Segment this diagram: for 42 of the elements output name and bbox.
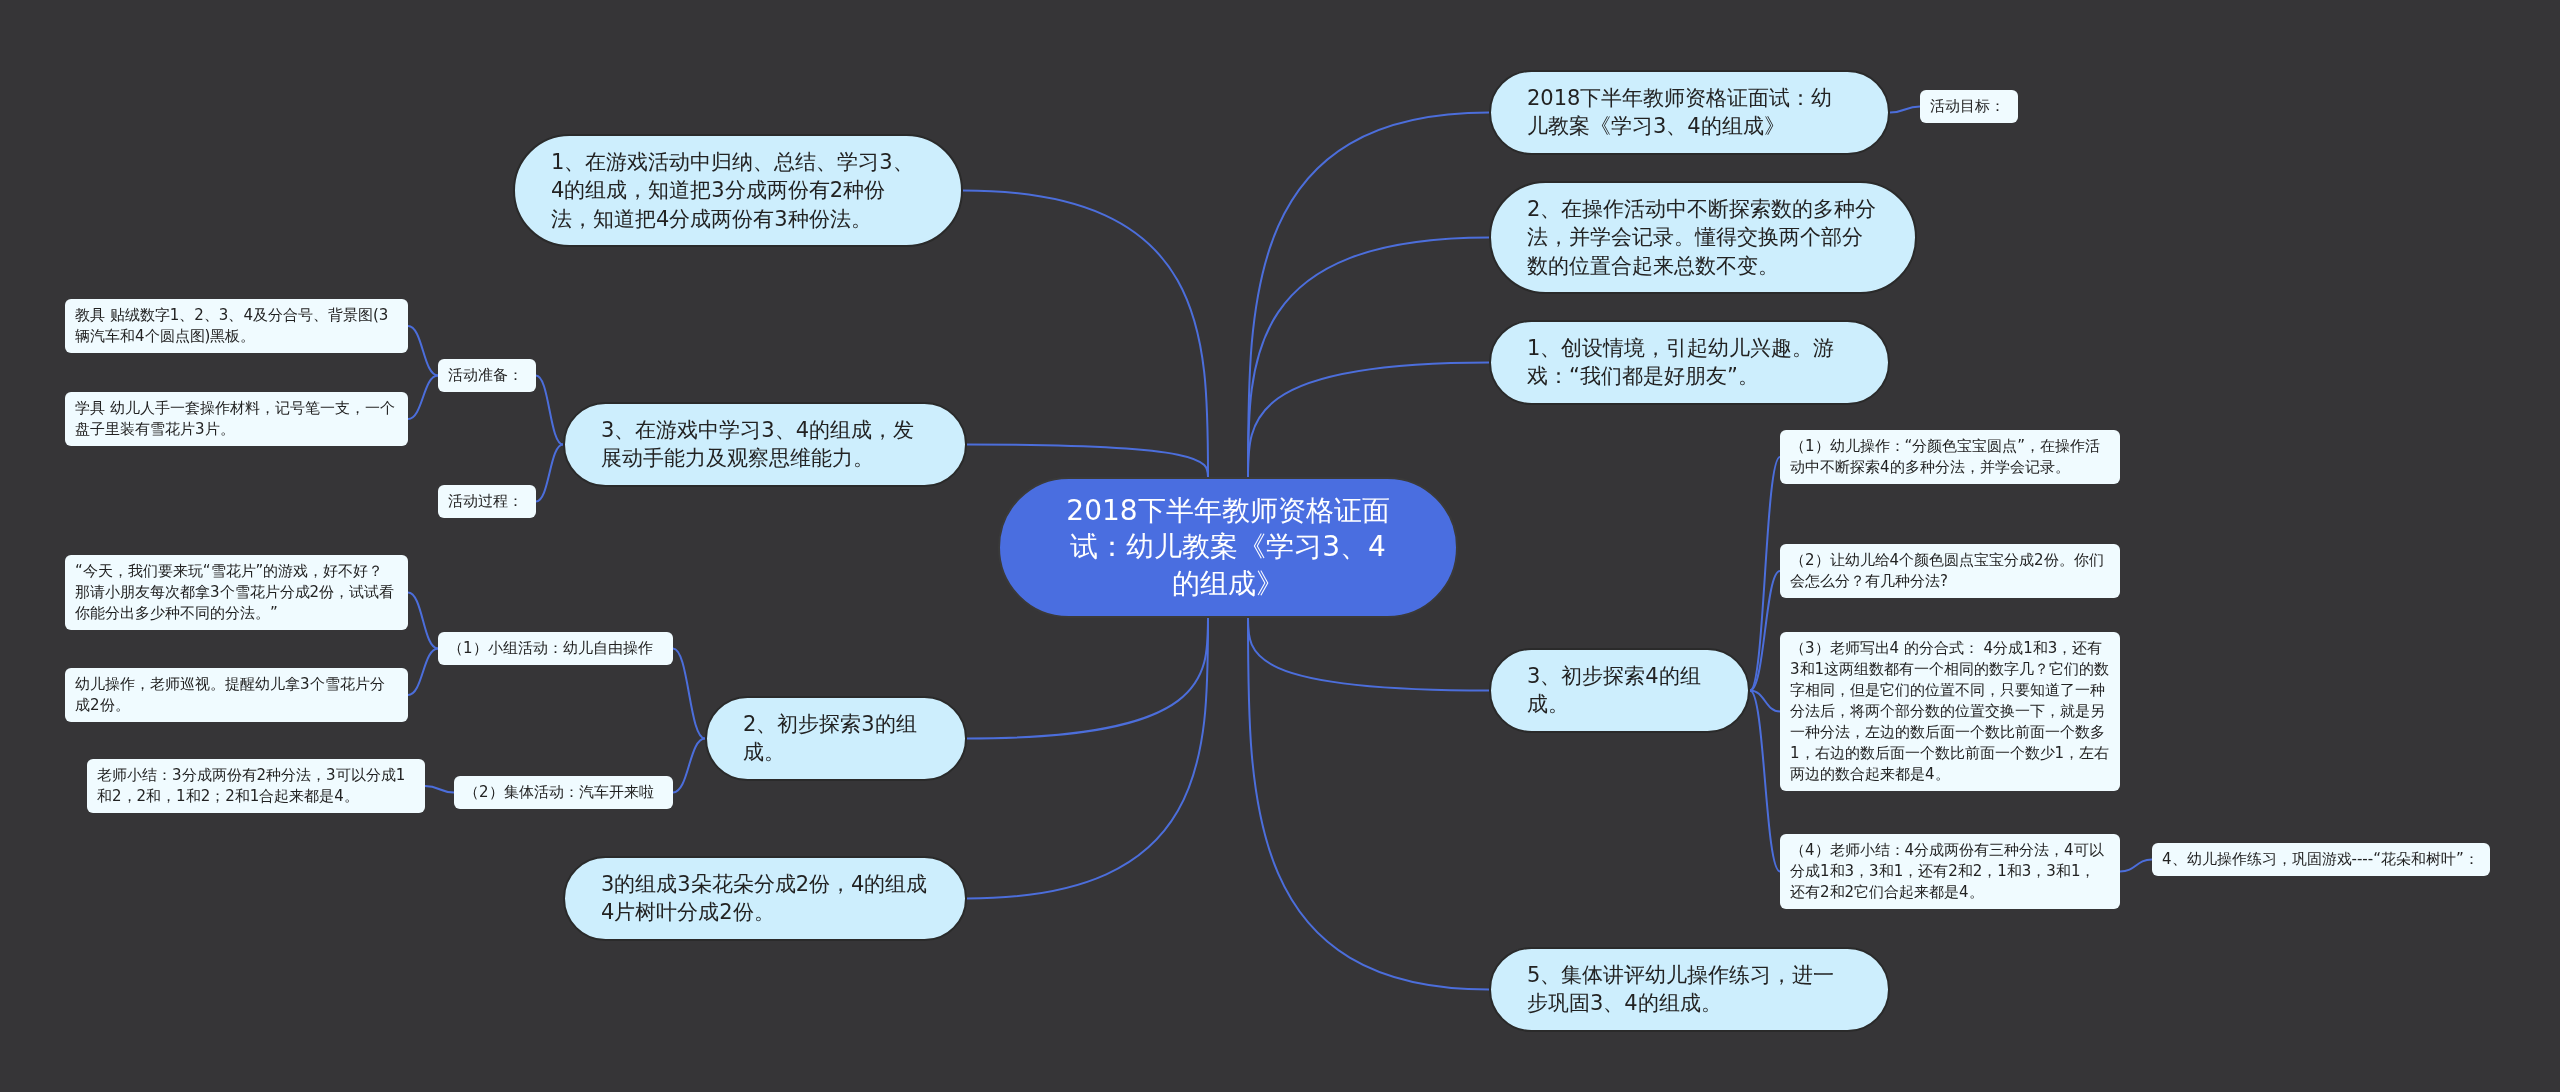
connector-line bbox=[407, 591, 439, 650]
connector-line bbox=[1749, 456, 1781, 692]
connector-line bbox=[966, 443, 1209, 478]
central-topic: 2018下半年教师资格证面试：幼儿教案《学习3、4的组成》 bbox=[998, 477, 1458, 619]
connector-line bbox=[1749, 689, 1781, 713]
topic-bubble: 2、在操作活动中不断探索数的多种分法，并学会记录。懂得交换两个部分数的位置合起来总数不变。 bbox=[1489, 181, 1917, 295]
subtopic-card: 幼儿操作，老师巡视。提醒幼儿拿3个雪花片分成2份。 bbox=[65, 668, 408, 722]
subtopic-card: （1）幼儿操作：“分颜色宝宝圆点”，在操作活动中不断探索4的多种分法，并学会记录。 bbox=[1780, 430, 2120, 484]
subtopic-card: （2）集体活动：汽车开来啦 bbox=[454, 776, 673, 809]
topic-bubble: 3、初步探索4的组成。 bbox=[1489, 648, 1750, 733]
connector-line bbox=[407, 647, 439, 696]
connector-line bbox=[1889, 105, 1921, 114]
subtopic-card: （1）小组活动：幼儿自由操作 bbox=[438, 632, 673, 665]
connector-line bbox=[1749, 689, 1781, 873]
connector-line bbox=[1247, 617, 1490, 991]
connector-line bbox=[1749, 570, 1781, 692]
connector-line bbox=[672, 647, 706, 740]
topic-bubble: 2、初步探索3的组成。 bbox=[705, 696, 967, 781]
subtopic-card: 活动准备： bbox=[438, 359, 536, 392]
connector-line bbox=[407, 325, 439, 377]
connector-line bbox=[672, 737, 706, 794]
subtopic-card: 学具 幼儿人手一套操作材料，记号笔一支，一个盘子里装有雪花片3片。 bbox=[65, 392, 408, 446]
subtopic-card: 活动目标： bbox=[1920, 90, 2018, 123]
connector-line bbox=[535, 374, 564, 446]
connector-line bbox=[407, 374, 439, 420]
topic-bubble: 2018下半年教师资格证面试：幼儿教案《学习3、4的组成》 bbox=[1489, 70, 1890, 155]
topic-bubble: 1、在游戏活动中归纳、总结、学习3、4的组成，知道把3分成两份有2种份法，知道把4分成两份有3种份法。 bbox=[513, 134, 963, 248]
subtopic-card: （3）老师写出4 的分合式： 4分成1和3，还有3和1这两组数都有一个相同的数字几？它们的数字相同，但是它们的位置不同，只要知道了一种分法后，将两个部分数的位置交换一下，就是另一种分法，左边的数后面一个数比前面一个数多1，右边的数后面一个数比前面一个数少1，左右两边的数合起来都是4。 bbox=[1780, 632, 2120, 791]
subtopic-card: 4、幼儿操作练习，巩固游戏----“花朵和树叶”： bbox=[2152, 843, 2490, 876]
topic-bubble: 3、在游戏中学习3、4的组成，发展动手能力及观察思维能力。 bbox=[563, 402, 967, 487]
subtopic-card: 老师小结：3分成两份有2种分法，3可以分成1和2，2和，1和2；2和1合起来都是4。 bbox=[87, 759, 425, 813]
topic-bubble: 3的组成3朵花朵分成2份，4的组成4片树叶分成2份。 bbox=[563, 856, 967, 941]
subtopic-card: （4）老师小结：4分成两份有三种分法，4可以分成1和3，3和1，还有2和2，1和3，3和1，还有2和2它们合起来都是4。 bbox=[1780, 834, 2120, 909]
subtopic-card: 教具 贴绒数字1、2、3、4及分合号、背景图(3辆汽车和4个圆点图)黑板。 bbox=[65, 299, 408, 353]
connector-line bbox=[424, 785, 455, 794]
topic-bubble: 5、集体讲评幼儿操作练习，进一步巩固3、4的组成。 bbox=[1489, 947, 1890, 1032]
connector-line bbox=[2119, 858, 2153, 873]
subtopic-card: 活动过程： bbox=[438, 485, 536, 518]
subtopic-card: “今天，我们要来玩“雪花片”的游戏，好不好？那请小朋友每次都拿3个雪花片分成2份，试试看你能分出多少种不同的分法。” bbox=[65, 555, 408, 630]
connector-line bbox=[535, 443, 564, 503]
topic-bubble: 1、创设情境，引起幼儿兴趣。游戏：“我们都是好朋友”。 bbox=[1489, 320, 1890, 405]
subtopic-card: （2）让幼儿给4个颜色圆点宝宝分成2份。你们会怎么分？有几种分法? bbox=[1780, 544, 2120, 598]
